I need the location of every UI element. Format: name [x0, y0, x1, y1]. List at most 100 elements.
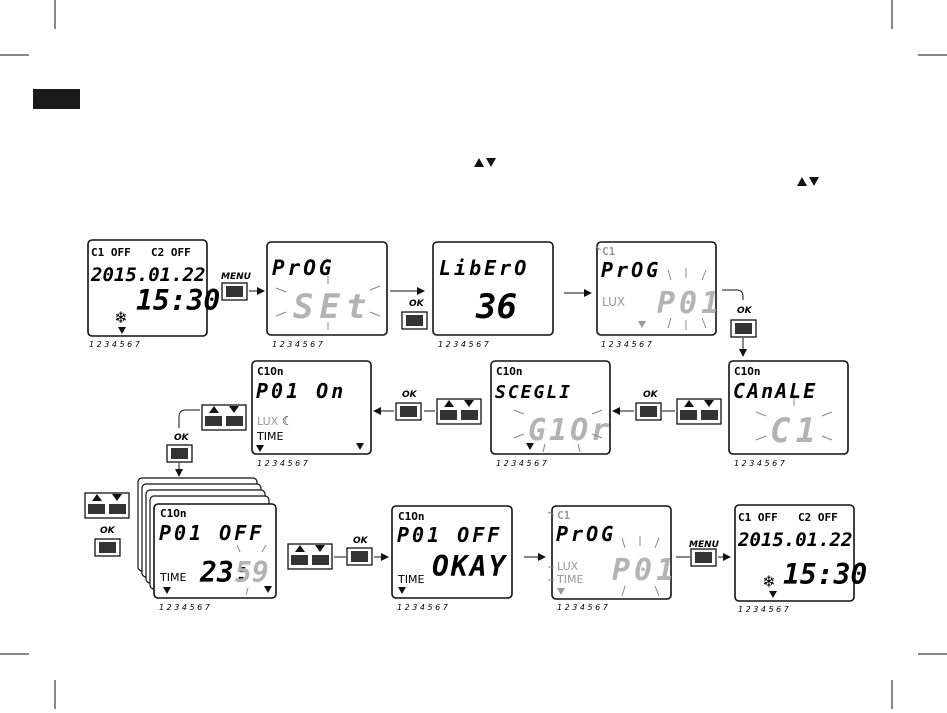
channel-value: C1	[770, 411, 821, 451]
lcd-screen-p01-off-time: C1On P01 OFF TIME 23: 59	[153, 503, 277, 599]
hour-display: 23:	[199, 556, 251, 589]
language-tab	[33, 89, 80, 109]
snowflake-icon: ❄	[762, 572, 775, 591]
svg-text:OK: OK	[737, 306, 753, 316]
lcd-screen-channel: C1On CAnALE C1	[728, 360, 849, 455]
time-label: TIME	[397, 573, 424, 586]
snowflake-icon: ❄	[114, 308, 127, 327]
menu-button-2: MENU	[689, 540, 720, 567]
date-display: 2015.01.22	[90, 264, 205, 286]
lcd-screen-prog-p01-final: C1 PrOG LUX TIME P01	[547, 505, 678, 600]
prog-label: PrOG	[272, 256, 335, 280]
minute-display: 59	[235, 556, 269, 589]
day-numbers: 1 2 3 4 5 6 7	[496, 459, 548, 468]
okay-label: OKAY	[432, 550, 508, 583]
up-down-arrows-icon	[474, 158, 819, 186]
ok-button-2: OK	[730, 306, 757, 338]
program-number: P01	[612, 553, 678, 588]
day-numbers: 1 2 3 4 5 6 7	[257, 459, 309, 468]
day-numbers: 1 2 3 4 5 6 7	[734, 459, 786, 468]
time-label: TIME	[256, 430, 283, 443]
day-marker-icon	[769, 591, 777, 598]
choose-title: SCEGLI	[495, 382, 572, 403]
day-marker-icon	[557, 588, 565, 595]
svg-text:OK: OK	[353, 536, 369, 546]
program-off-title: P01 OFF	[159, 521, 264, 545]
menu-button-1: MENU	[221, 272, 252, 301]
day-marker-icon	[118, 327, 126, 334]
day-numbers: 1 2 3 4 5 6 7	[601, 340, 653, 349]
day-marker-icon	[638, 321, 646, 328]
day-value: G1Or	[528, 413, 612, 448]
up-down-keys-1	[676, 398, 722, 425]
day-marker-icon	[256, 445, 264, 452]
channel-on-label: C1On	[496, 365, 523, 378]
lcd-screen-p01-on: C1On P01 On LUX ☾ TIME	[251, 360, 372, 455]
channel-label: C1	[602, 245, 616, 258]
marker-icon	[264, 586, 272, 593]
prog-label: PrOG	[556, 522, 616, 546]
day-numbers: 1 2 3 4 5 6 7	[272, 340, 324, 349]
channel-title: CAnALE	[733, 379, 817, 403]
day-numbers: 1 2 3 4 5 6 7	[738, 605, 790, 614]
up-down-keys-left	[84, 492, 130, 519]
blink-rays	[595, 246, 707, 330]
channel-label: C1	[557, 509, 571, 522]
free-label: LibErO	[439, 256, 529, 280]
svg-text:MENU: MENU	[689, 540, 720, 550]
channel1-status: C1 OFF	[91, 246, 131, 259]
up-down-keys-4	[287, 543, 333, 570]
lux-label: LUX	[602, 295, 625, 309]
channel2-status: C2 OFF	[798, 511, 838, 524]
day-marker-icon	[398, 587, 406, 594]
channel-on-label: C1On	[160, 507, 187, 520]
blink-rays	[236, 544, 267, 596]
ok-button-left: OK	[94, 526, 121, 557]
lcd-screen-prog-p01: C1 PrOG LUX P01	[595, 241, 723, 336]
time-display: 15:30	[783, 558, 867, 591]
blink-rays	[513, 409, 603, 453]
channel-on-label: C1On	[398, 510, 425, 523]
program-on-title: P01 On	[256, 379, 346, 403]
lcd-screen-home: C1 OFF C2 OFF 2015.01.22 15:30 ❄	[87, 239, 220, 337]
time-label: TIME	[556, 573, 583, 586]
day-numbers: 1 2 3 4 5 6 7	[89, 340, 141, 349]
svg-text:OK: OK	[174, 433, 190, 443]
blink-rays	[547, 511, 660, 597]
day-numbers: 1 2 3 4 5 6 7	[397, 603, 449, 612]
marker-icon	[356, 443, 364, 450]
program-off-title: P01 OFF	[397, 523, 502, 547]
day-numbers: 1 2 3 4 5 6 7	[159, 603, 211, 612]
menu-label: MENU	[221, 272, 252, 282]
svg-text:OK: OK	[100, 526, 116, 536]
day-marker-icon	[163, 587, 171, 594]
lcd-screen-home-final: C1 OFF C2 OFF 2015.01.22 15:30 ❄	[734, 504, 867, 602]
ok-button-5: OK	[166, 433, 193, 463]
ok-button-3: OK	[635, 390, 662, 421]
channel1-status: C1 OFF	[738, 511, 778, 524]
set-label: SEt	[293, 287, 372, 327]
date-display: 2015.01.22	[737, 529, 852, 551]
up-down-keys-3	[201, 404, 247, 431]
lcd-screen-free-memory: LibErO 36	[432, 241, 554, 336]
day-numbers: 1 2 3 4 5 6 7	[438, 340, 490, 349]
lcd-screen-prog-set: PrOG SEt	[266, 241, 388, 336]
lux-label: LUX	[257, 415, 279, 428]
channel-on-label: C1On	[734, 365, 761, 378]
lcd-screen-okay: C1On P01 OFF OKAY TIME	[391, 505, 513, 599]
free-count: 36	[475, 287, 517, 327]
lux-label: LUX	[557, 560, 579, 573]
blink-rays	[755, 398, 833, 441]
blink-rays	[275, 276, 381, 330]
prog-label: PrOG	[601, 258, 661, 282]
time-label: TIME	[159, 571, 186, 584]
program-number: P01	[657, 286, 723, 321]
channel2-status: C2 OFF	[151, 246, 191, 259]
up-down-keys-2	[436, 398, 482, 425]
lcd-screen-choose-day: C1On SCEGLI G1Or	[490, 360, 612, 455]
svg-text:OK: OK	[402, 390, 418, 400]
ok-button-4: OK	[395, 390, 422, 421]
